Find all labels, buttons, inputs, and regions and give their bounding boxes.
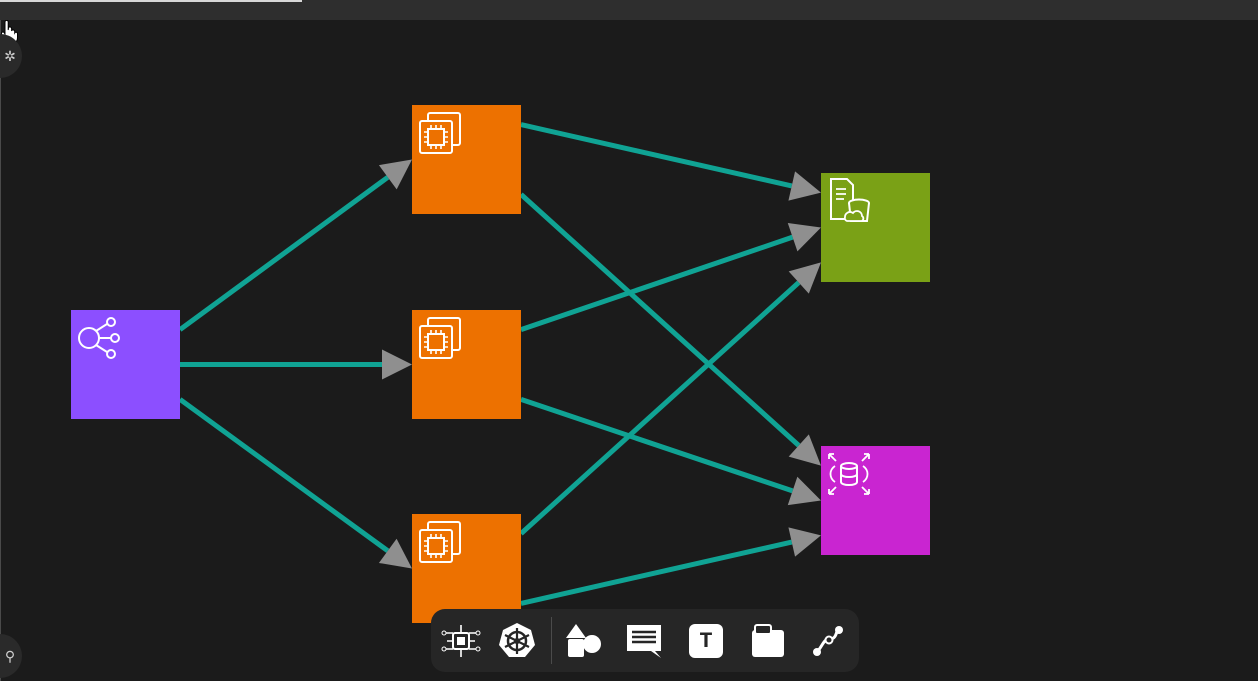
compute-instance-node-3[interactable] [412, 514, 521, 623]
arrowhead-ec2-3-to-storage [788, 262, 821, 294]
edge-ec2-2-to-storage[interactable] [520, 234, 794, 332]
text-icon-label: T [699, 628, 713, 654]
arrowhead-ec2-2-to-storage [787, 222, 821, 252]
edges-layer [178, 122, 821, 606]
connector-icon [813, 626, 843, 656]
left-panel-edge [0, 20, 1, 681]
zoom-button[interactable]: ⚲ [0, 634, 22, 678]
frame-icon [752, 624, 784, 657]
architecture-icon [441, 625, 481, 657]
arrowhead-lb-to-ec2-2 [382, 349, 412, 380]
load-balancer-node[interactable] [71, 310, 180, 419]
arrowhead-ec2-3-to-db [788, 527, 821, 557]
bottom-toolbar: T [431, 609, 859, 672]
architecture-tool-button[interactable] [441, 621, 481, 661]
arrowhead-lb-to-ec2-1 [378, 159, 412, 190]
top-bar [0, 0, 1258, 20]
settings-button[interactable]: ✲ [0, 34, 22, 78]
kubernetes-tool-button[interactable] [497, 621, 537, 661]
comment-icon [627, 625, 661, 658]
gear-icon: ✲ [4, 47, 16, 64]
storage-gateway-node[interactable] [821, 173, 930, 282]
frame-tool-button[interactable] [748, 621, 788, 661]
arrowhead-ec2-2-to-db [787, 476, 821, 506]
shapes-icon [566, 624, 601, 657]
storage-gateway-icon [830, 178, 870, 222]
text-icon: T [689, 624, 723, 658]
edge-ec2-3-to-db[interactable] [520, 539, 793, 606]
edge-lb-to-ec2-3[interactable] [178, 397, 390, 553]
compute-instance-node-2[interactable] [412, 310, 521, 419]
kubernetes-icon [499, 623, 535, 657]
arrowhead-lb-to-ec2-3 [378, 538, 412, 569]
edge-lb-to-ec2-1[interactable] [178, 175, 390, 332]
shapes-tool-button[interactable] [564, 621, 604, 661]
database-scaling-icon [828, 453, 870, 495]
compute-instance-icon [419, 521, 461, 563]
active-tab-indicator [0, 0, 302, 2]
database-node[interactable] [821, 446, 930, 555]
diagram-canvas[interactable] [0, 20, 1258, 681]
load-balancer-icon [78, 317, 120, 359]
compute-instance-icon [419, 112, 461, 154]
edge-ec2-2-to-db[interactable] [520, 397, 794, 494]
comment-tool-button[interactable] [624, 621, 664, 661]
edge-ec2-1-to-db[interactable] [519, 192, 801, 448]
text-tool-button[interactable]: T [686, 621, 726, 661]
arrowhead-ec2-1-to-db [788, 434, 821, 466]
edge-ec2-1-to-storage[interactable] [520, 122, 793, 189]
compute-instance-node-1[interactable] [412, 105, 521, 214]
arrowhead-ec2-1-to-storage [788, 171, 821, 201]
compute-instance-icon [419, 317, 461, 359]
toolbar-separator [551, 617, 552, 664]
connector-tool-button[interactable] [808, 621, 848, 661]
edge-ec2-3-to-storage[interactable] [519, 280, 801, 536]
search-icon: ⚲ [4, 647, 16, 664]
